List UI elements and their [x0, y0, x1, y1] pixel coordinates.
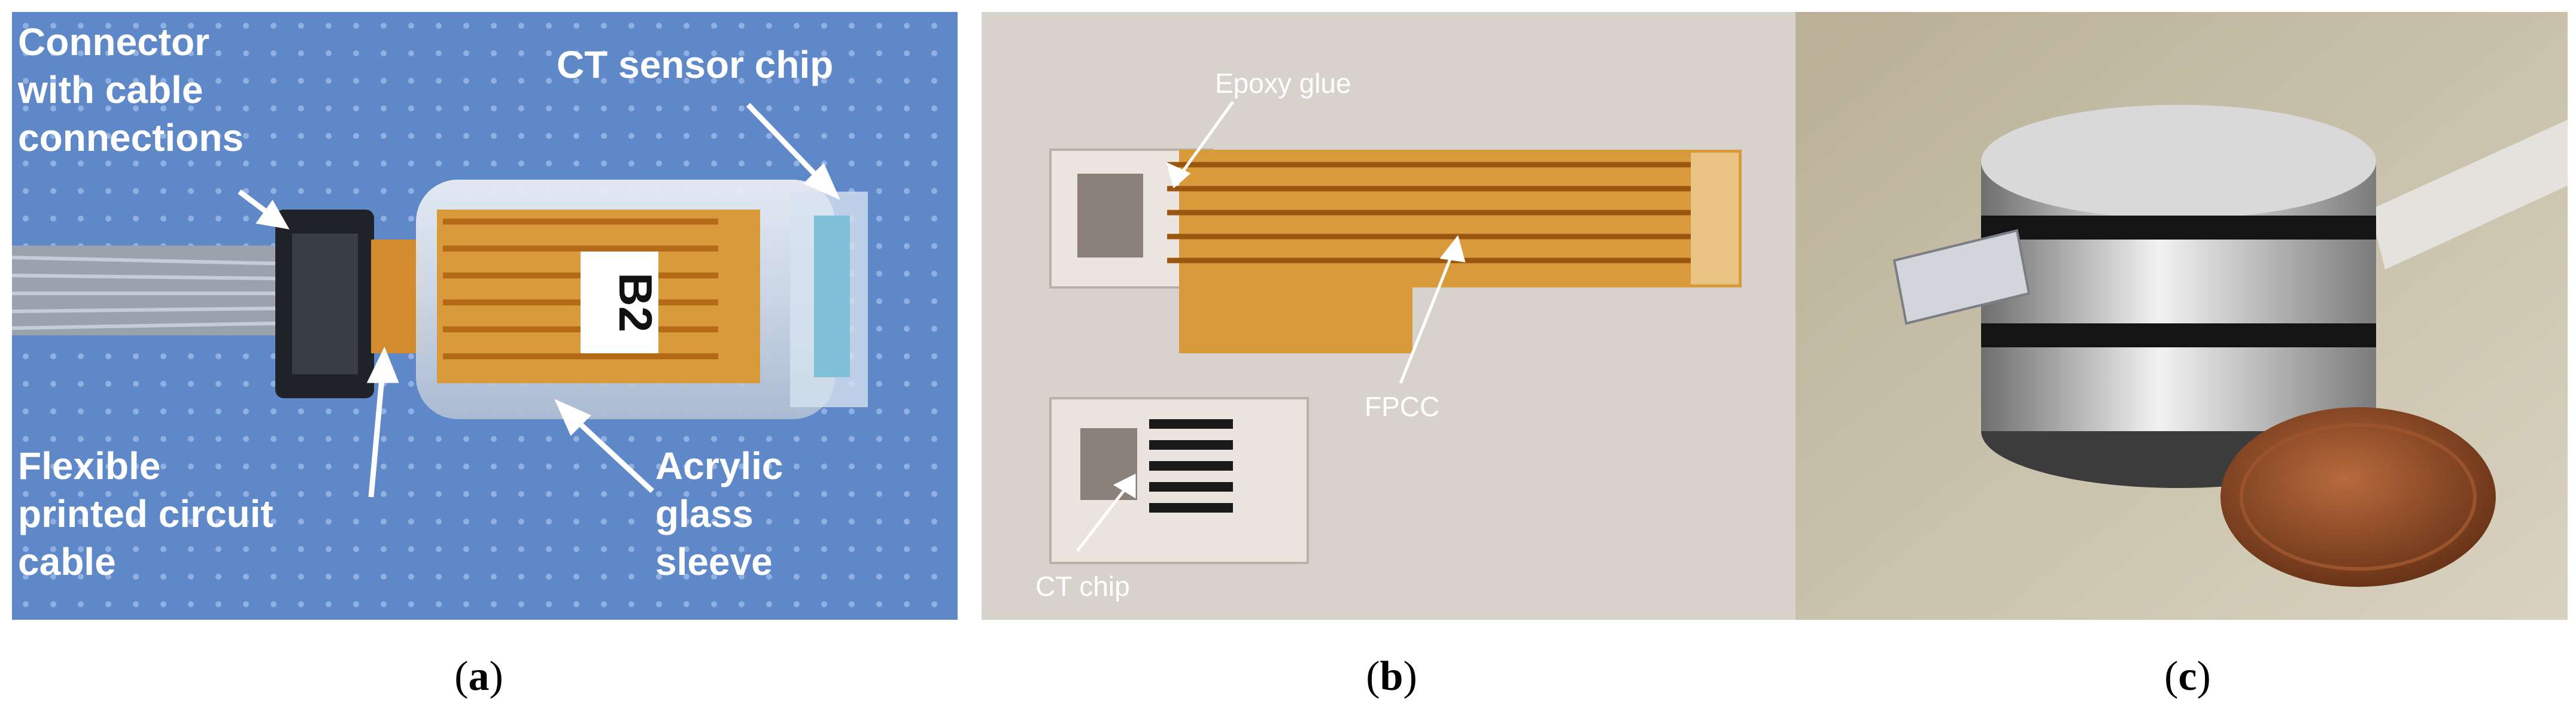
panel-c-photo [1796, 12, 2568, 620]
label-flex-1: Flexible [18, 444, 160, 487]
label-flex-3: cable [18, 540, 116, 583]
arrow-epoxy [1177, 101, 1235, 178]
arrow-acrylic [566, 411, 655, 493]
label-acrylic-1: Acrylic [655, 444, 783, 487]
label-acrylic-2: glass [655, 492, 754, 535]
panel-b-photo: Epoxy glue FPCC CT chip [982, 12, 1867, 620]
o-ring-upper [1981, 216, 2376, 240]
label-epoxy-glue: Epoxy glue [1215, 68, 1351, 99]
caption-b: (b) [1366, 653, 1417, 699]
label-ct-sensor-chip: CT sensor chip [557, 43, 833, 86]
ribbon-cable [12, 246, 276, 335]
white-cable [2370, 120, 2568, 269]
caption-c: (c) [2164, 653, 2211, 699]
upper-ct-chip [1077, 174, 1143, 257]
label-fpcc: FPCC [1365, 391, 1439, 422]
sensor-housing [1981, 105, 2376, 488]
b2-tag-text: B2 [609, 272, 662, 332]
upper-contact-pads [1691, 153, 1739, 284]
o-ring-lower [1981, 323, 2376, 347]
panel-a-image: B2 Connector with cable connections CT s… [12, 12, 958, 620]
caption-a: (a) [454, 653, 503, 699]
sensor-tip-c [1892, 229, 2031, 325]
b2-tag [581, 252, 658, 353]
upper-fpcc [1179, 150, 1742, 287]
copper-coin [2220, 407, 2496, 587]
label-flex-2: printed circuit [18, 492, 274, 535]
arrow-ct-chip [746, 102, 828, 188]
panel-c-image [1796, 12, 2568, 620]
label-ct-chip: CT chip [1035, 571, 1130, 602]
arrow-ct-chip-b [1076, 484, 1129, 552]
label-acrylic-3: sleeve [655, 540, 773, 583]
arrow-flex-cable [368, 365, 386, 498]
ct-sensor-chip [814, 216, 850, 377]
label-connector-1: Connector [18, 20, 209, 63]
arrow-fpcc [1399, 248, 1456, 384]
panel-a-photo: B2 Connector with cable connections CT s… [12, 12, 958, 620]
label-connector-3: connections [18, 116, 244, 159]
label-connector-2: with cable [17, 68, 203, 111]
panel-b-image: Epoxy glue FPCC CT chip [982, 12, 1867, 620]
